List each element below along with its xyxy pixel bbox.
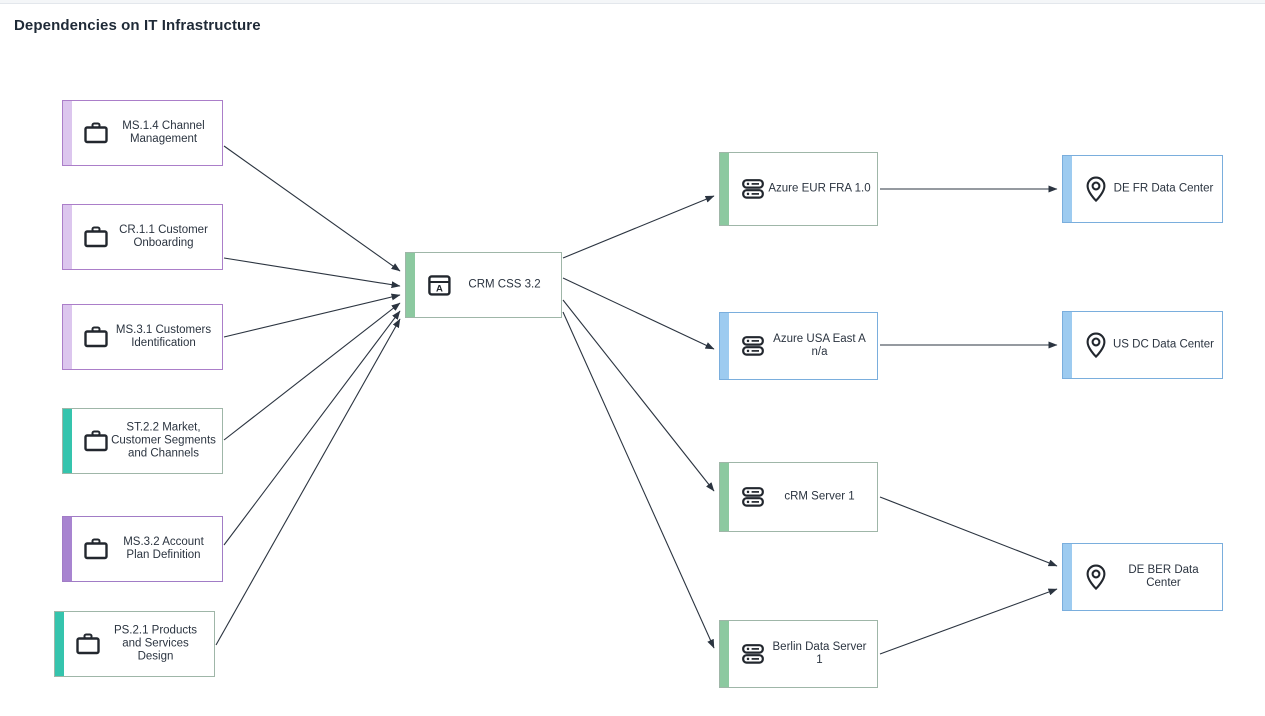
- node-label: PS.2.1 Products and Services Design: [113, 624, 198, 663]
- briefcase-icon: [83, 536, 109, 562]
- data-center-node[interactable]: US DC Data Center: [1062, 311, 1223, 379]
- node-label: CR.1.1 Customer Onboarding: [119, 224, 208, 249]
- server-node[interactable]: Berlin Data Server 1: [719, 620, 878, 688]
- node-accent-bar: [1063, 156, 1072, 222]
- briefcase-icon: [83, 324, 109, 350]
- briefcase-icon: [83, 120, 109, 146]
- node-accent-bar: [720, 313, 729, 379]
- node-label: MS.1.4 Channel Management: [122, 120, 205, 145]
- server-icon: [740, 333, 766, 359]
- node-label: MS.3.2 Account Plan Definition: [123, 536, 204, 561]
- briefcase-icon: [75, 631, 101, 657]
- dependency-edge: [223, 302, 401, 441]
- svg-text:A: A: [435, 283, 442, 294]
- top-bar: [0, 0, 1265, 4]
- data-center-node[interactable]: DE FR Data Center: [1062, 155, 1223, 223]
- node-label: DE FR Data Center: [1113, 182, 1214, 195]
- dependency-edge: [223, 257, 401, 289]
- dependency-edge: [562, 277, 715, 350]
- node-accent-bar: [63, 205, 72, 269]
- dependency-edge: [215, 318, 401, 646]
- application-icon: A: [426, 272, 452, 298]
- business-process-node[interactable]: PS.2.1 Products and Services Design: [54, 611, 215, 677]
- node-label: US DC Data Center: [1113, 338, 1214, 351]
- dependency-edge: [562, 299, 715, 492]
- location-pin-icon: [1083, 176, 1109, 202]
- application-node[interactable]: A CRM CSS 3.2: [405, 252, 562, 318]
- server-icon: [740, 484, 766, 510]
- node-accent-bar: [63, 409, 72, 473]
- data-center-node[interactable]: DE BER Data Center: [1062, 543, 1223, 611]
- dependency-edge: [562, 311, 715, 649]
- location-pin-icon: [1083, 332, 1109, 358]
- dependency-edge: [879, 588, 1058, 655]
- node-accent-bar: [63, 517, 72, 581]
- dependency-edge: [562, 195, 715, 259]
- business-process-node[interactable]: ST.2.2 Market, Customer Segments and Cha…: [62, 408, 223, 474]
- node-accent-bar: [1063, 544, 1072, 610]
- node-accent-bar: [720, 621, 729, 687]
- node-accent-bar: [720, 153, 729, 225]
- node-accent-bar: [720, 463, 729, 531]
- node-accent-bar: [1063, 312, 1072, 378]
- node-label: DE BER Data Center: [1128, 564, 1199, 589]
- node-label: ST.2.2 Market, Customer Segments and Cha…: [111, 421, 216, 460]
- node-label: Berlin Data Server 1: [772, 641, 867, 666]
- dependency-edge: [223, 145, 401, 272]
- node-accent-bar: [406, 253, 415, 317]
- server-node[interactable]: Azure USA East A n/a: [719, 312, 878, 380]
- dependency-edge: [223, 293, 401, 338]
- node-label: cRM Server 1: [784, 490, 855, 503]
- business-process-node[interactable]: MS.3.2 Account Plan Definition: [62, 516, 223, 582]
- server-icon: [740, 176, 766, 202]
- node-label: Azure USA East A n/a: [773, 333, 866, 358]
- node-label: MS.3.1 Customers Identification: [115, 324, 212, 349]
- server-node[interactable]: cRM Server 1: [719, 462, 878, 532]
- server-icon: [740, 641, 766, 667]
- briefcase-icon: [83, 224, 109, 250]
- dependency-edge: [879, 496, 1058, 567]
- node-accent-bar: [63, 305, 72, 369]
- server-node[interactable]: Azure EUR FRA 1.0: [719, 152, 878, 226]
- node-accent-bar: [55, 612, 64, 676]
- node-accent-bar: [63, 101, 72, 165]
- briefcase-icon: [83, 428, 109, 454]
- page-title: Dependencies on IT Infrastructure: [14, 17, 261, 34]
- business-process-node[interactable]: MS.1.4 Channel Management: [62, 100, 223, 166]
- business-process-node[interactable]: MS.3.1 Customers Identification: [62, 304, 223, 370]
- node-label: CRM CSS 3.2: [468, 278, 541, 291]
- location-pin-icon: [1083, 564, 1109, 590]
- business-process-node[interactable]: CR.1.1 Customer Onboarding: [62, 204, 223, 270]
- node-label: Azure EUR FRA 1.0: [768, 182, 871, 195]
- dependency-edge: [223, 310, 401, 546]
